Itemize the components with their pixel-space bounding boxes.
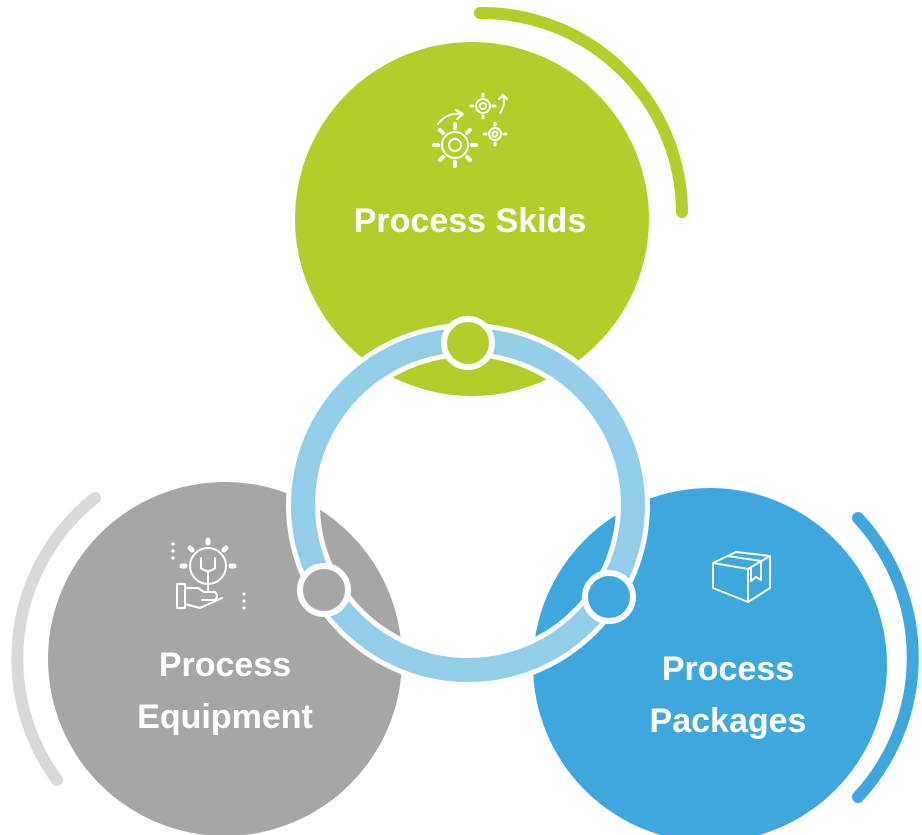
process-skids-circle — [295, 42, 649, 396]
package-box-icon — [712, 551, 771, 603]
packages-connector-dot — [582, 570, 636, 624]
process-equipment-label-line2: Equipment — [137, 698, 313, 736]
process-packages-label-line1: Process — [662, 650, 794, 688]
equipment-connector-dot — [297, 563, 351, 617]
process-skids-label: Process Skids — [354, 202, 586, 240]
process-equipment-label-line1: Process — [159, 646, 291, 684]
process-packages-label-line2: Packages — [650, 702, 807, 740]
skids-connector-dot — [441, 316, 495, 370]
skids-accent-arc — [474, 6, 688, 218]
wrench-gear-icon — [171, 537, 246, 610]
packages-accent-arc — [852, 512, 919, 803]
gears-icon — [432, 92, 508, 168]
equipment-accent-arc — [11, 492, 101, 786]
